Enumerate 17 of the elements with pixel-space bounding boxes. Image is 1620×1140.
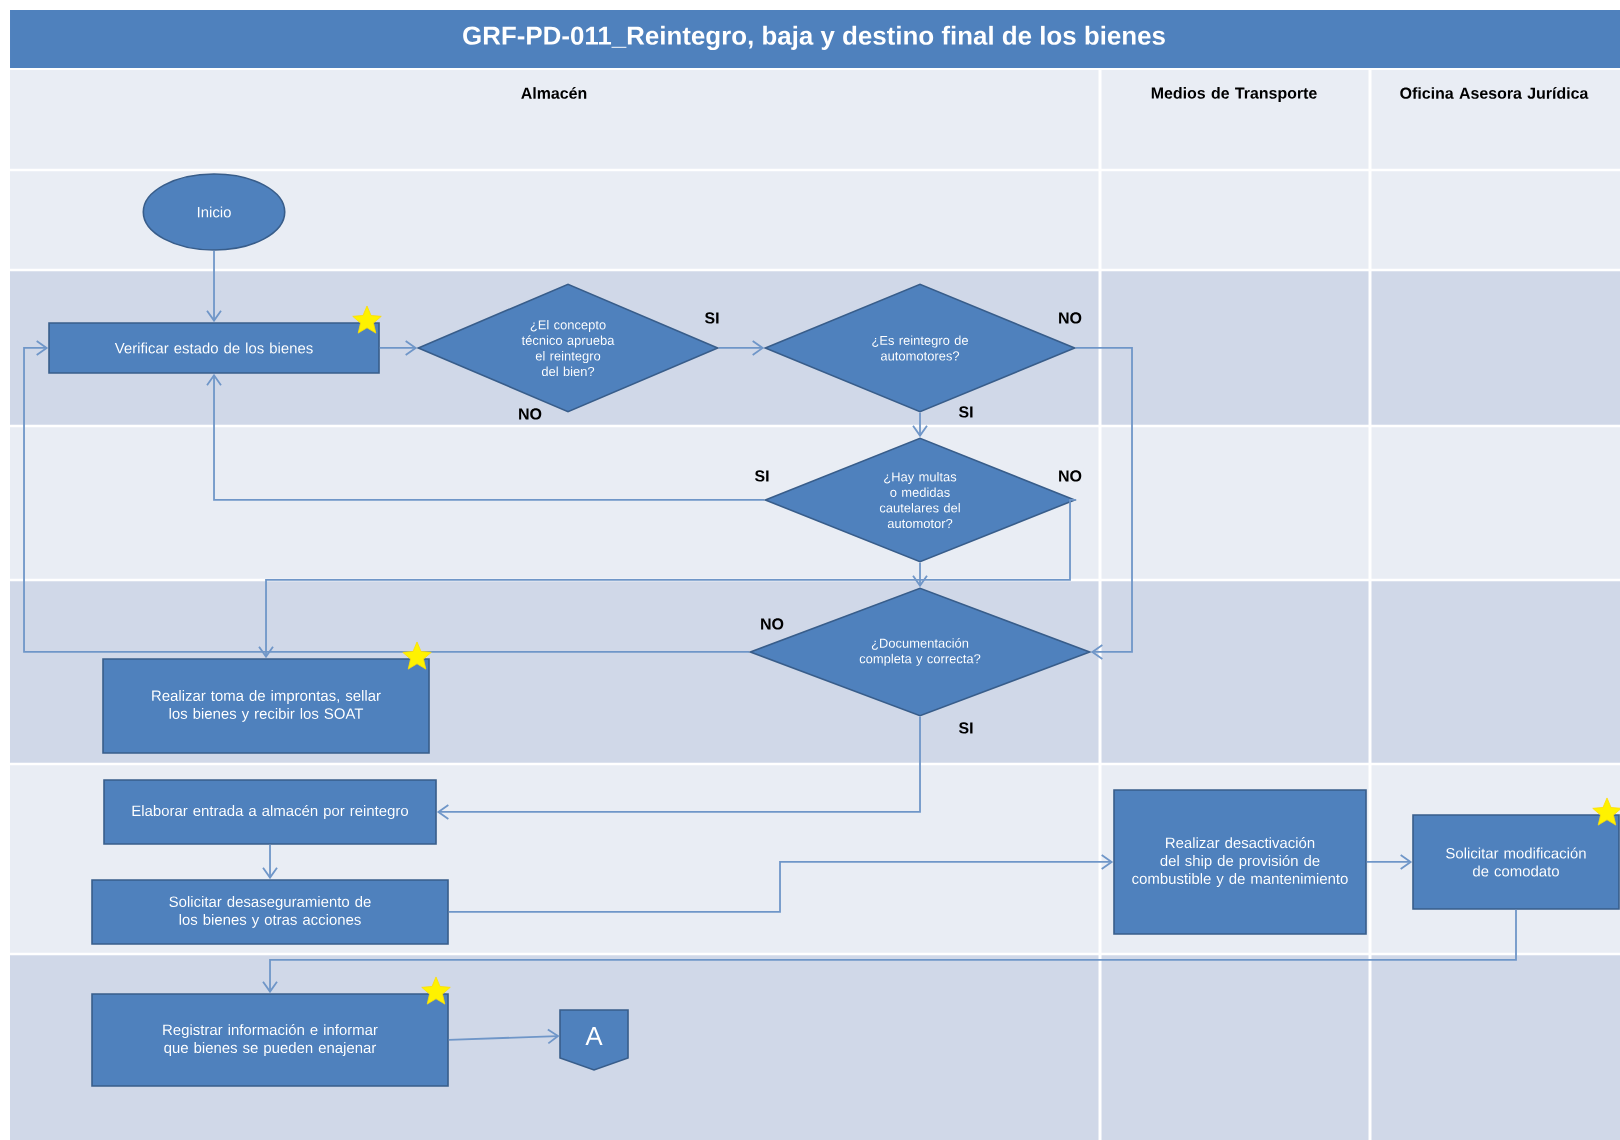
arrow — [447, 854, 1114, 913]
offpage-connector: A — [559, 1009, 629, 1071]
arrow — [23, 340, 751, 653]
arrow — [436, 715, 921, 820]
arrow — [912, 499, 1077, 588]
arrow — [717, 340, 765, 356]
title-bar: GRF-PD-011_Reintegro, baja y destino final de los bienes — [10, 10, 1620, 68]
arrow — [1074, 347, 1133, 660]
arrow — [206, 373, 766, 501]
arrow — [912, 411, 928, 438]
arrow — [378, 340, 418, 356]
arrow — [206, 249, 222, 323]
arrow — [1365, 854, 1413, 870]
arrow — [447, 1028, 560, 1045]
arrow — [262, 908, 1517, 994]
arrow — [262, 843, 278, 880]
arrow — [258, 561, 921, 659]
